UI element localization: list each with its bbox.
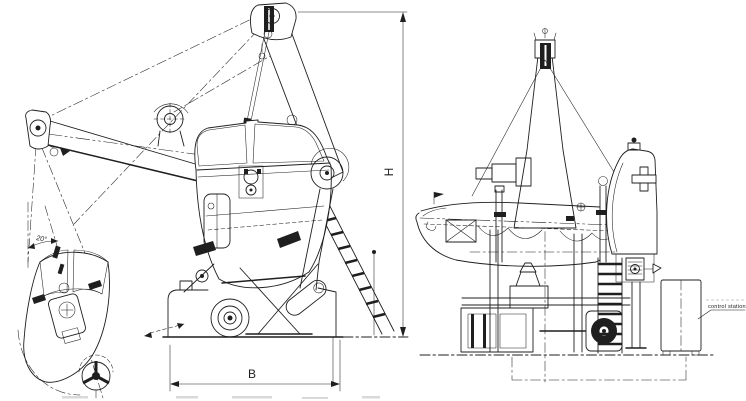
dimension-H: H — [297, 11, 408, 337]
canopy-panel-right — [252, 123, 325, 164]
swing-angle-label: 20° — [35, 234, 48, 244]
dim-B-label: B — [248, 367, 256, 381]
side-elevation-view: 20° H B — [17, 2, 409, 399]
lifeboat-hull-profile — [415, 176, 641, 267]
hoist-machinery — [460, 229, 631, 353]
outboard-unit — [625, 257, 662, 281]
leader-line — [697, 309, 746, 320]
front-elevation-view: control station — [415, 27, 746, 383]
canopy-panel-left — [196, 124, 248, 167]
dim-H-label: H — [382, 168, 396, 177]
lifeboat-stowed — [193, 119, 332, 316]
winch-drum — [210, 298, 250, 338]
control-station: control station — [660, 279, 746, 356]
control-station-label: control station — [708, 304, 746, 310]
lifeboat-stern-view — [606, 137, 662, 349]
winch-motor — [491, 163, 517, 183]
ground-and-foundation — [419, 354, 717, 381]
swing-angle-annotation: 20° — [27, 234, 59, 249]
faint-scan-marks — [62, 396, 380, 399]
deck-base — [144, 263, 409, 386]
foundation-outline — [511, 356, 687, 381]
lifeboat-swung-out — [17, 201, 114, 399]
davit-mast — [471, 28, 615, 229]
frame-pulley — [153, 102, 189, 147]
davit-base-sheave — [299, 147, 350, 291]
access-ladder-front — [597, 257, 623, 354]
davit-arm-raised — [250, 2, 344, 185]
dimension-B: B — [169, 339, 341, 392]
propeller — [78, 354, 114, 399]
gas-cylinder — [285, 279, 327, 316]
